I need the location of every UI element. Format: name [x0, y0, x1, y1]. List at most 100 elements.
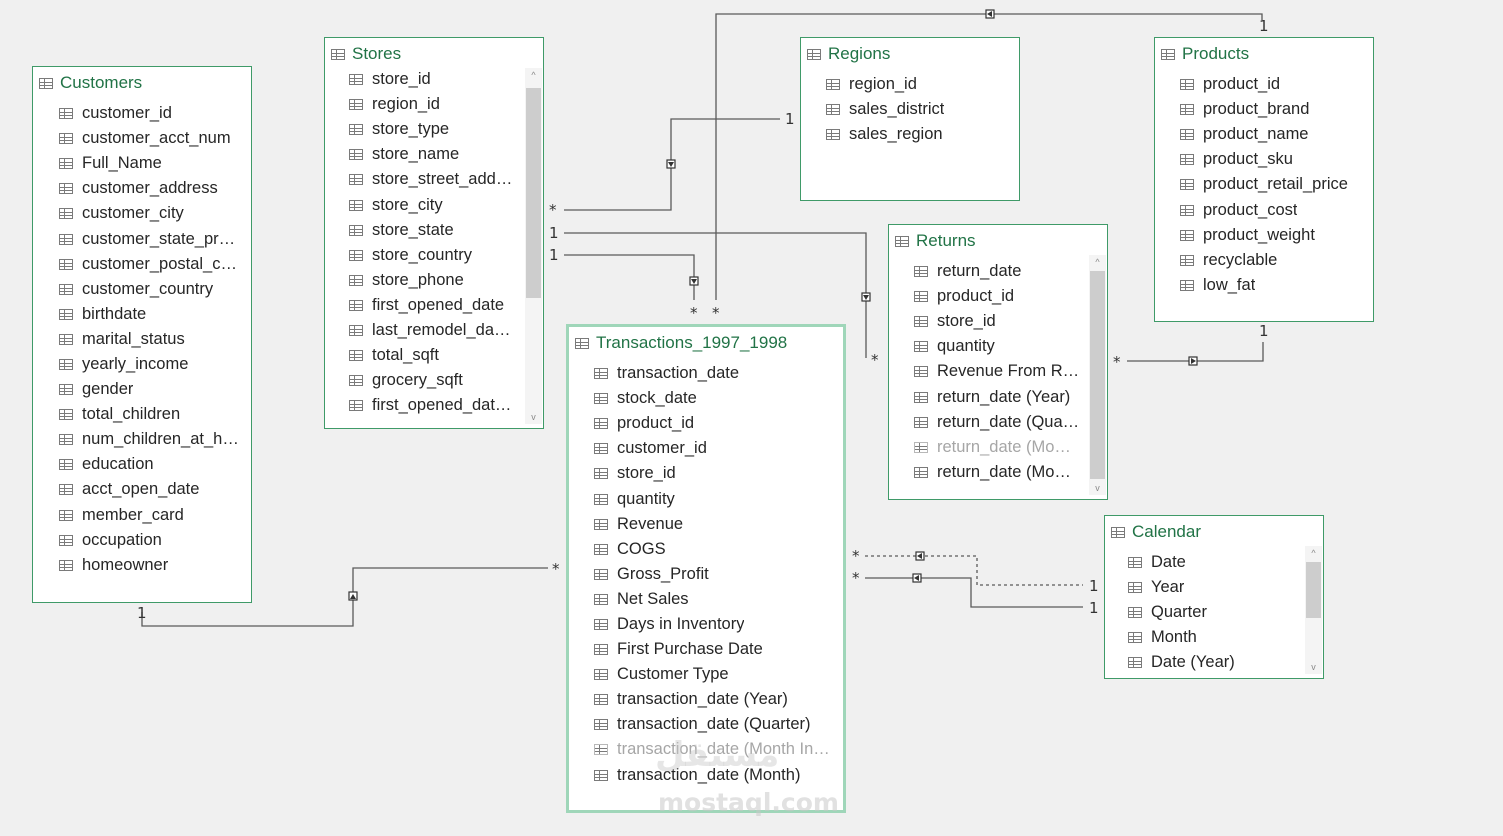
field-row[interactable]: stock_date — [594, 386, 843, 411]
field-row[interactable]: return_date (Year) — [914, 384, 1085, 409]
field-row[interactable]: customer_id — [59, 101, 251, 126]
field-row[interactable]: member_card — [59, 503, 251, 528]
field-row[interactable]: First Purchase Date — [594, 637, 843, 662]
field-row[interactable]: occupation — [59, 528, 251, 553]
field-row[interactable]: customer_country — [59, 277, 251, 302]
field-row[interactable]: COGS — [594, 537, 843, 562]
field-row[interactable]: store_type — [349, 117, 521, 142]
field-row[interactable]: Revenue — [594, 512, 843, 537]
field-row[interactable]: total_sqft — [349, 343, 521, 368]
field-row[interactable]: quantity — [594, 486, 843, 511]
table-header[interactable]: Calendar — [1111, 522, 1201, 542]
field-row[interactable]: yearly_income — [59, 352, 251, 377]
field-row[interactable]: customer_address — [59, 176, 251, 201]
table-header[interactable]: Regions — [807, 44, 890, 64]
field-row[interactable]: sales_district — [826, 97, 1019, 122]
scroll-down-icon[interactable]: v — [1311, 662, 1316, 672]
field-row[interactable]: store_id — [914, 309, 1085, 334]
field-row[interactable]: return_date — [914, 259, 1085, 284]
field-row[interactable]: return_date (Qua… — [914, 410, 1085, 435]
scroll-thumb[interactable] — [1306, 562, 1321, 618]
field-row[interactable]: product_retail_price — [1180, 172, 1373, 197]
field-row[interactable]: product_id — [914, 284, 1085, 309]
table-header[interactable]: Products — [1161, 44, 1249, 64]
field-row[interactable]: region_id — [349, 92, 521, 117]
field-row[interactable]: recyclable — [1180, 248, 1373, 273]
field-row[interactable]: Date — [1128, 550, 1301, 575]
field-row[interactable]: product_sku — [1180, 147, 1373, 172]
scroll-thumb[interactable] — [526, 88, 541, 298]
field-row[interactable]: customer_state_pr… — [59, 226, 251, 251]
field-row[interactable]: store_street_add… — [349, 167, 521, 192]
field-row[interactable]: marital_status — [59, 327, 251, 352]
field-row[interactable]: num_children_at_h… — [59, 427, 251, 452]
field-row[interactable]: store_id — [349, 67, 521, 92]
scrollbar[interactable]: ^ v — [525, 68, 542, 424]
field-row[interactable]: return_date (Mo… — [914, 435, 1085, 460]
field-row[interactable]: store_state — [349, 218, 521, 243]
field-row[interactable]: Customer Type — [594, 662, 843, 687]
field-row[interactable]: education — [59, 452, 251, 477]
field-row[interactable]: acct_open_date — [59, 477, 251, 502]
field-row[interactable]: customer_acct_num — [59, 126, 251, 151]
field-row[interactable]: transaction_date (Year) — [594, 687, 843, 712]
table-header[interactable]: Customers — [39, 73, 142, 93]
field-row[interactable]: first_opened_date — [349, 293, 521, 318]
table-header[interactable]: Returns — [895, 231, 976, 251]
field-row[interactable]: birthdate — [59, 302, 251, 327]
scrollbar[interactable]: ^ v — [1305, 546, 1322, 674]
table-header[interactable]: Transactions_1997_1998 — [575, 333, 787, 353]
field-row[interactable]: Date (Year) — [1128, 650, 1301, 675]
field-row[interactable]: store_city — [349, 192, 521, 217]
field-row[interactable]: Full_Name — [59, 151, 251, 176]
field-row[interactable]: product_name — [1180, 122, 1373, 147]
field-row[interactable]: homeowner — [59, 553, 251, 578]
field-row[interactable]: store_id — [594, 461, 843, 486]
scroll-thumb[interactable] — [1090, 271, 1105, 479]
scroll-down-icon[interactable]: v — [531, 412, 536, 422]
scroll-down-icon[interactable]: v — [1095, 483, 1100, 493]
field-row[interactable]: customer_postal_c… — [59, 252, 251, 277]
field-row[interactable]: store_country — [349, 243, 521, 268]
field-row[interactable]: Revenue From R… — [914, 359, 1085, 384]
field-row[interactable]: customer_city — [59, 201, 251, 226]
field-row[interactable]: last_remodel_da… — [349, 318, 521, 343]
field-row[interactable]: transaction_date (Month) — [594, 763, 843, 788]
field-row[interactable]: quantity — [914, 334, 1085, 359]
field-row[interactable]: sales_region — [826, 122, 1019, 147]
scroll-up-icon[interactable]: ^ — [1095, 257, 1100, 267]
scroll-up-icon[interactable]: ^ — [1311, 548, 1316, 558]
field-row[interactable]: gender — [59, 377, 251, 402]
field-row[interactable]: return_date (Mo… — [914, 460, 1085, 485]
field-row[interactable]: Month — [1128, 625, 1301, 650]
field-row[interactable]: product_cost — [1180, 197, 1373, 222]
field-row[interactable]: Quarter — [1128, 600, 1301, 625]
scrollbar[interactable]: ^ v — [1089, 255, 1106, 495]
field-row[interactable]: first_opened_dat… — [349, 393, 521, 418]
field-row[interactable]: store_name — [349, 142, 521, 167]
field-row[interactable]: low_fat — [1180, 273, 1373, 298]
field-row[interactable]: Days in Inventory — [594, 612, 843, 637]
field-row[interactable]: product_id — [1180, 72, 1373, 97]
table-header[interactable]: Stores — [331, 44, 401, 64]
field-row[interactable]: total_children — [59, 402, 251, 427]
field-row[interactable]: Net Sales — [594, 587, 843, 612]
field-row[interactable]: Year — [1128, 575, 1301, 600]
field-row[interactable]: transaction_date (Quarter) — [594, 712, 843, 737]
field-row[interactable]: customer_id — [594, 436, 843, 461]
field-row[interactable]: transaction_date (Month In… — [594, 737, 843, 762]
field-row[interactable]: product_id — [594, 411, 843, 436]
field-row[interactable]: transaction_date — [594, 361, 843, 386]
scroll-up-icon[interactable]: ^ — [531, 70, 536, 80]
field-row[interactable]: store_phone — [349, 268, 521, 293]
field-row[interactable]: Gross_Profit — [594, 562, 843, 587]
field-row[interactable]: product_brand — [1180, 97, 1373, 122]
field-row[interactable]: product_weight — [1180, 223, 1373, 248]
